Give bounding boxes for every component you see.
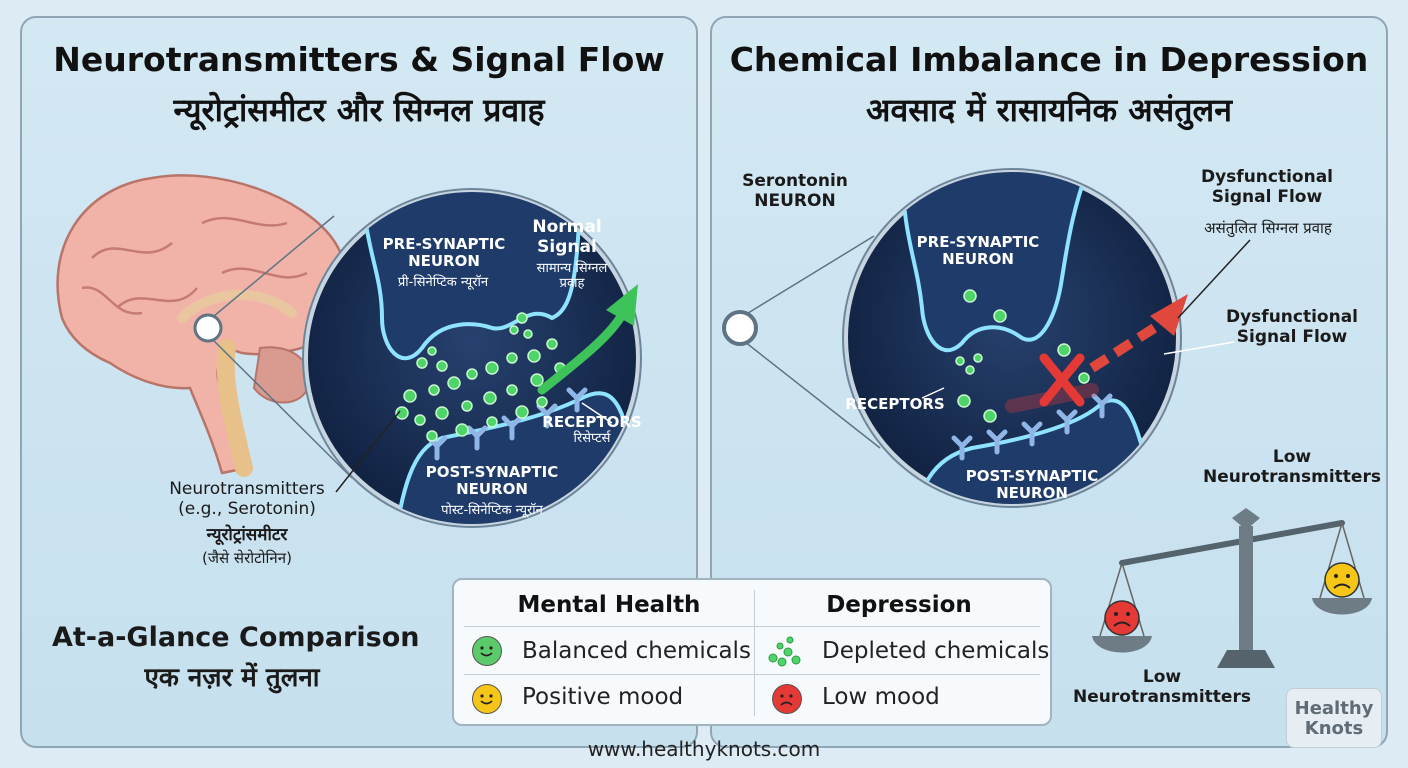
chemical-dots-icon — [766, 634, 802, 668]
pre-synaptic-label: PRE-SYNAPTIC NEURON — [916, 233, 1040, 269]
post-synaptic-label: POST-SYNAPTIC NEURON — [425, 463, 559, 499]
serotonin-neuron-label: Serontonin NEURON — [742, 171, 848, 211]
neurotransmitters-label-hi2: (जैसे सेरोटोनिन) — [202, 549, 292, 567]
dysfunctional-signal-arrow — [1089, 318, 1165, 373]
normal-signal-label: Normal Signal — [532, 217, 602, 257]
footer-url[interactable]: www.healthyknots.com — [587, 737, 821, 761]
receptors-label-hi: रिसेप्टर्स — [573, 431, 611, 446]
pre-synaptic-label: PRE-SYNAPTIC NEURON — [382, 235, 506, 271]
left-panel: Neurotransmitters & Signal Flow न्यूरोट्… — [20, 16, 698, 748]
zoom-ring — [193, 313, 223, 343]
normal-signal-arrow — [537, 313, 625, 395]
neurotransmitters-label-hi: न्यूरोट्रांसमीटर — [206, 525, 288, 545]
receptors-label: RECEPTORS — [845, 395, 945, 413]
pre-synaptic-label-hi: प्री-सिनेप्टिक न्यूरॉन — [397, 275, 489, 290]
balance-scale-icon — [1092, 508, 1372, 668]
smiley-green-icon — [472, 636, 502, 666]
table-row: Positive mood — [522, 684, 684, 710]
comparison-table: Mental Health Depression Balanced chemic… — [452, 578, 1052, 726]
receptors-label: RECEPTORS — [542, 413, 642, 431]
table-row: Low mood — [822, 684, 940, 710]
left-title-hi: न्यूरोट्रांसमीटर और सिग्नल प्रवाह — [173, 91, 545, 129]
dysfunctional-signal-label-1-hi: असंतुलित सिग्नल प्रवाह — [1204, 219, 1332, 237]
sad-red-icon — [1104, 600, 1140, 636]
post-synaptic-label: POST-SYNAPTIC NEURON — [965, 467, 1099, 503]
zoom-ring — [722, 310, 758, 346]
right-illustration — [722, 168, 1372, 668]
neurotransmitters-label: Neurotransmitters (e.g., Serotonin) — [169, 479, 325, 519]
chemical-cloud — [955, 289, 1090, 423]
left-title-en: Neurotransmitters & Signal Flow — [53, 40, 665, 79]
low-neurotransmitters-top: Low Neurotransmitters — [1203, 447, 1381, 487]
healthy-knots-logo: Healthy Knots — [1286, 688, 1382, 748]
table-header-mental-health: Mental Health — [517, 592, 701, 618]
smiley-yellow-icon — [472, 684, 502, 714]
sad-yellow-icon — [1324, 562, 1360, 598]
glance-title-en: At-a-Glance Comparison — [52, 622, 420, 653]
normal-signal-label-hi: सामान्य सिग्नल प्रवाह — [536, 261, 608, 291]
post-synaptic-label-hi: पोस्ट-सिनेप्टिक न्यूरॉन — [441, 503, 543, 518]
dysfunctional-signal-label-2: Dysfunctional Signal Flow — [1225, 307, 1359, 347]
table-row: Depleted chemicals — [822, 638, 1050, 664]
right-title-en: Chemical Imbalance in Depression — [729, 40, 1369, 79]
table-header-depression: Depression — [826, 592, 972, 618]
x-mark-icon — [1039, 353, 1085, 407]
low-neurotransmitters-bottom: Low Neurotransmitters — [1073, 667, 1251, 707]
dysfunctional-signal-label-1: Dysfunctional Signal Flow — [1200, 167, 1334, 207]
glance-title-hi: एक नज़र में तुलना — [144, 663, 320, 693]
left-illustration — [56, 174, 642, 528]
sad-red-icon — [772, 684, 802, 714]
table-row: Balanced chemicals — [522, 638, 751, 664]
right-title-hi: अवसाद में रासायनिक असंतुलन — [866, 91, 1232, 129]
chemical-cloud — [395, 312, 566, 442]
